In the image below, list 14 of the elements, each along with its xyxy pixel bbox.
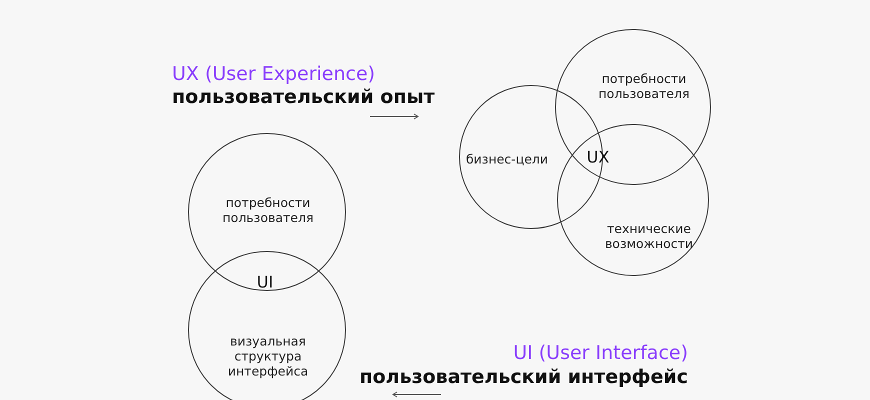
venn-circle <box>188 133 346 291</box>
heading-title: UI (User Interface) <box>513 342 688 364</box>
circle-label: технические возможности <box>604 221 694 251</box>
circle-label: визуальная структура интерфейса <box>226 334 310 378</box>
venn-circle <box>188 251 346 400</box>
intersection-label: UI <box>256 272 274 292</box>
heading-subtitle: пользовательский опыт <box>172 86 435 108</box>
venn-circle <box>555 29 711 185</box>
circle-label: потребности пользователя <box>222 195 314 225</box>
venn-circle <box>557 124 709 276</box>
heading-subtitle: пользовательский интерфейс <box>359 366 688 388</box>
heading-title: UX (User Experience) <box>172 63 376 85</box>
circle-label: потребности пользователя <box>598 71 690 101</box>
circle-label: бизнес-цели <box>464 152 550 166</box>
